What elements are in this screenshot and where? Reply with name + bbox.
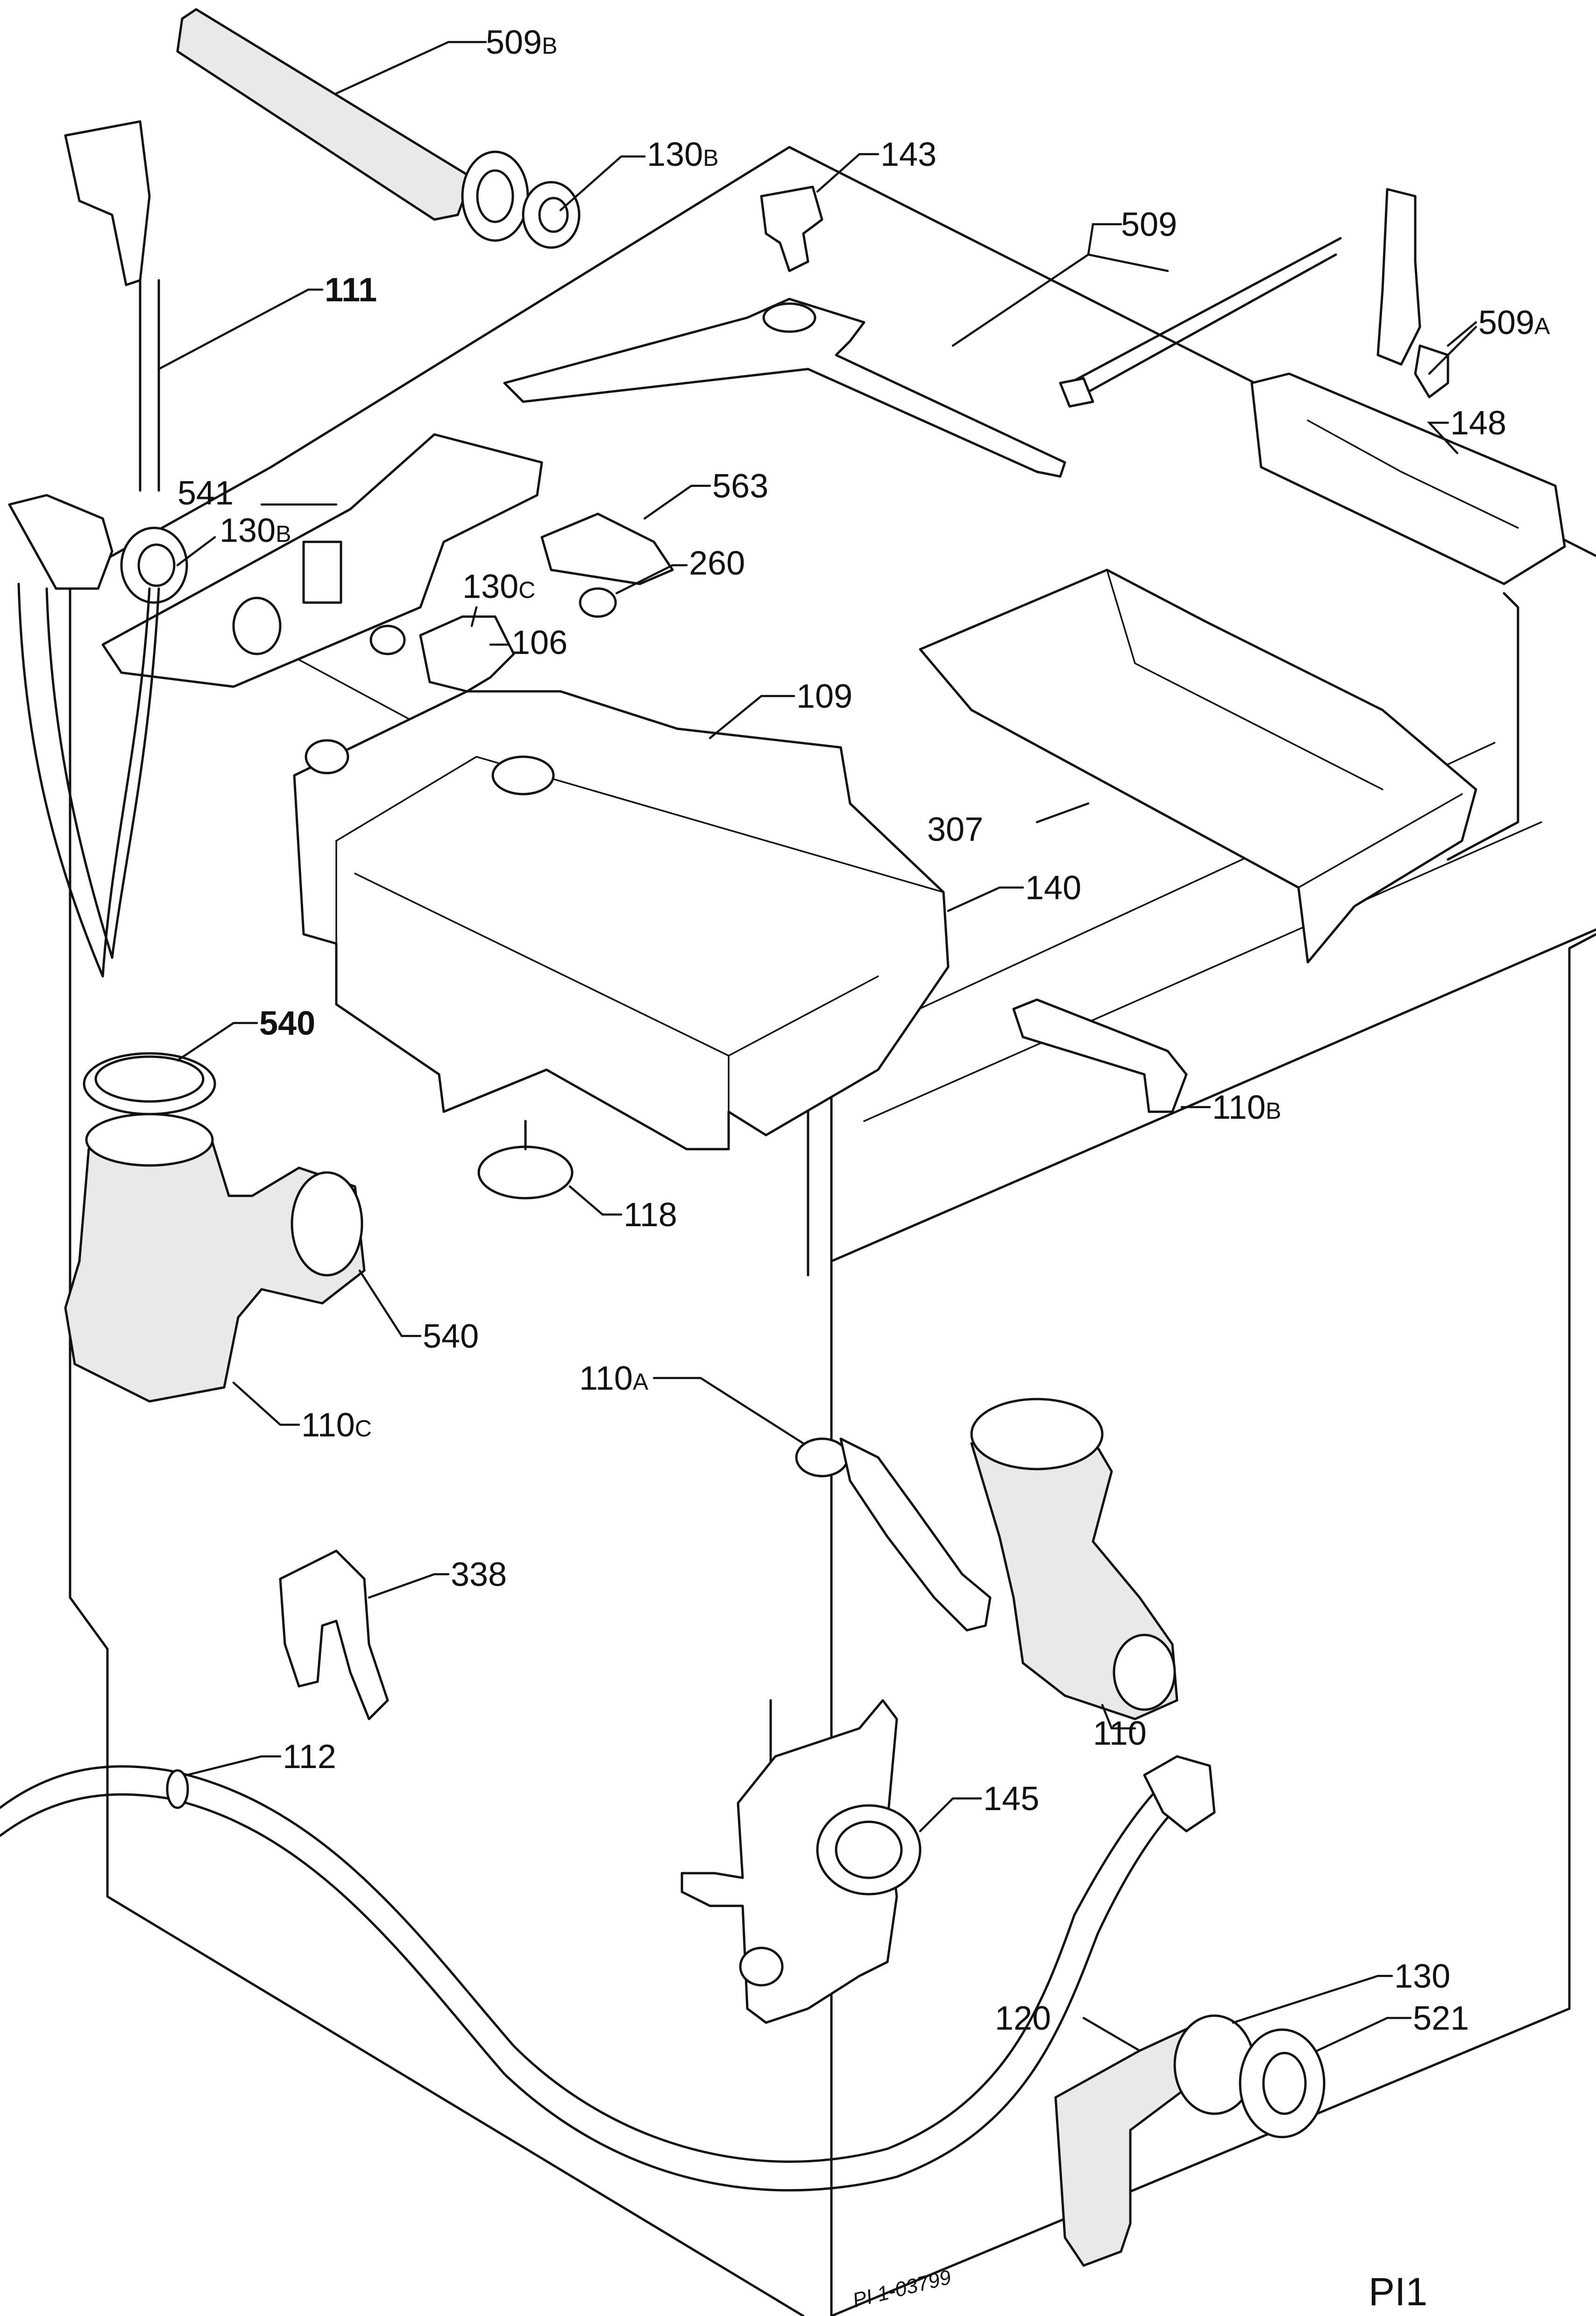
part-distribution-housing xyxy=(1250,372,1566,585)
part-knob xyxy=(760,185,823,272)
part-hose-clamp xyxy=(83,1052,216,1115)
callout-509b: 509B xyxy=(486,24,558,61)
part-small-lever xyxy=(1376,188,1449,398)
part-nut-130b-mid xyxy=(120,526,188,604)
part-valve xyxy=(419,615,515,693)
part-bellows xyxy=(64,1113,366,1403)
part-hose-clip xyxy=(279,1549,389,1720)
callout-521: 521 xyxy=(1413,2000,1469,2037)
callout-540-top: 540 xyxy=(259,1005,315,1042)
callout-118: 118 xyxy=(624,1196,677,1234)
part-cover xyxy=(540,512,674,585)
drawing-code: PI 1-03799 xyxy=(851,2266,954,2312)
part-sump-hose xyxy=(970,1398,1178,1720)
callout-509: 509 xyxy=(1121,206,1177,243)
part-nut-130b-top xyxy=(522,181,581,249)
callout-130b-mid: 130B xyxy=(220,512,291,549)
callout-563: 563 xyxy=(712,468,768,505)
callout-130: 130 xyxy=(1394,1958,1450,1995)
callout-labels: 509B 130B 143 509 509A 111 148 541 130B … xyxy=(177,24,1550,2037)
callout-106: 106 xyxy=(511,624,567,661)
page-reference: PI1 xyxy=(1369,2270,1427,2314)
callout-541: 541 xyxy=(177,475,234,512)
callout-509a: 509A xyxy=(1478,304,1550,341)
callout-140: 140 xyxy=(1025,869,1081,907)
part-rod xyxy=(1059,237,1342,408)
callout-120: 120 xyxy=(995,2000,1051,2037)
callout-109: 109 xyxy=(796,678,852,715)
part-dispenser-housing xyxy=(293,690,950,1151)
callout-540-bot: 540 xyxy=(423,1318,479,1355)
part-inlet-pipe xyxy=(176,8,529,242)
part-inlet-hose xyxy=(64,120,160,492)
callout-110: 110 xyxy=(1093,1715,1147,1752)
callout-111: 111 xyxy=(325,271,377,309)
part-lever-arm xyxy=(503,298,1066,478)
part-filter xyxy=(1054,2014,1256,2267)
part-drain-hose xyxy=(0,1755,1216,2192)
part-float xyxy=(477,1120,574,1200)
callout-307: 307 xyxy=(927,811,983,848)
callout-110b: 110B xyxy=(1212,1089,1281,1126)
callout-130b-top: 130B xyxy=(647,136,719,173)
callout-338: 338 xyxy=(451,1556,507,1593)
callout-110a: 110A xyxy=(579,1360,649,1397)
part-small-spring xyxy=(369,625,406,655)
callout-130c: 130C xyxy=(462,568,535,605)
part-hose-loop xyxy=(8,494,160,978)
callout-260: 260 xyxy=(689,545,745,582)
part-small-hose xyxy=(1012,998,1188,1113)
part-pump-housing xyxy=(681,1699,922,2024)
part-vent-hose xyxy=(795,1437,992,1632)
part-spring xyxy=(579,587,617,618)
callout-148: 148 xyxy=(1450,405,1506,442)
part-detergent-drawer xyxy=(919,568,1477,964)
part-filter-cap xyxy=(1239,2028,1326,2138)
callout-112: 112 xyxy=(283,1738,336,1776)
part-bracket xyxy=(101,433,543,688)
callout-143: 143 xyxy=(880,136,936,173)
callout-110c: 110C xyxy=(301,1407,372,1444)
leader-lines xyxy=(157,41,1477,2052)
callout-145: 145 xyxy=(983,1780,1039,1818)
